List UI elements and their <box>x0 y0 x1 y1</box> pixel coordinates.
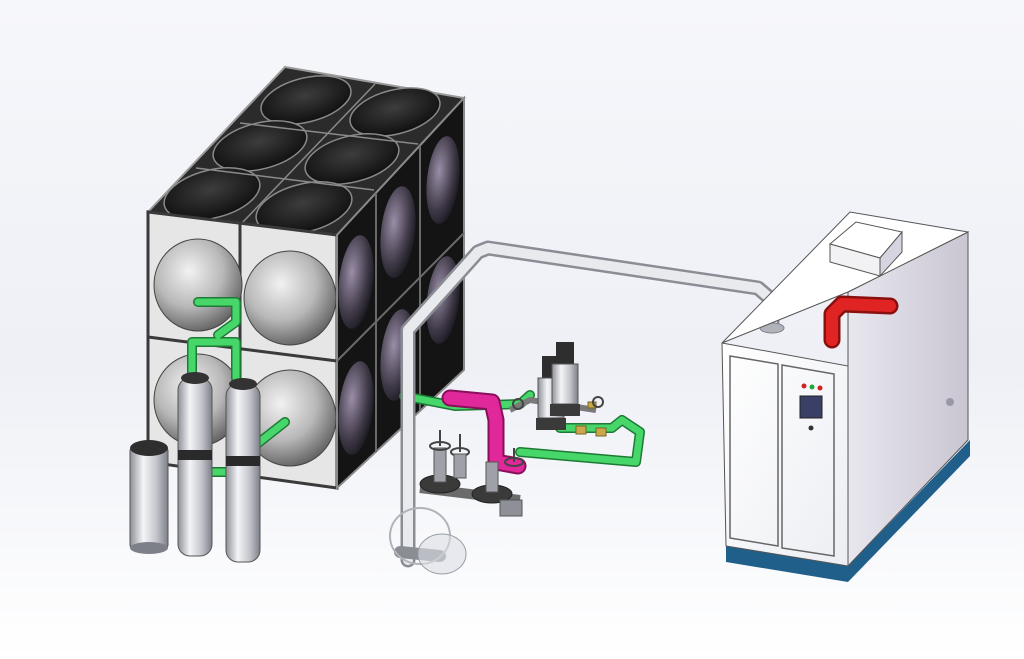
control-knob <box>808 425 814 431</box>
tank-top-hatches <box>163 75 441 235</box>
tank-panel-dome <box>243 250 337 346</box>
vessel-tall-right <box>225 378 261 563</box>
gate-valve <box>419 430 461 494</box>
indicator-lamp-red <box>817 385 823 391</box>
silver-pipe-fitting <box>389 322 785 575</box>
cabinet-doors <box>729 355 835 557</box>
red-outlet-pipe <box>823 295 899 349</box>
vessel-tall-left <box>177 372 213 557</box>
cabinet-control-panel <box>799 383 823 431</box>
magenta-pipe <box>441 389 527 475</box>
cabinet-roof-box <box>828 221 903 278</box>
valve-manifold <box>419 430 524 517</box>
treatment-cabinet <box>721 211 970 582</box>
gate-valve <box>450 434 470 479</box>
filter-vessels <box>129 372 261 563</box>
indicator-lamp-green <box>809 384 815 390</box>
side-port <box>946 398 954 406</box>
booster-pump-set <box>508 342 607 437</box>
tank-panel-dome <box>153 238 243 332</box>
vertical-pump <box>550 342 580 416</box>
gate-valve <box>471 448 524 504</box>
indicator-lamp-red <box>801 383 807 389</box>
vessel-short <box>129 440 169 554</box>
